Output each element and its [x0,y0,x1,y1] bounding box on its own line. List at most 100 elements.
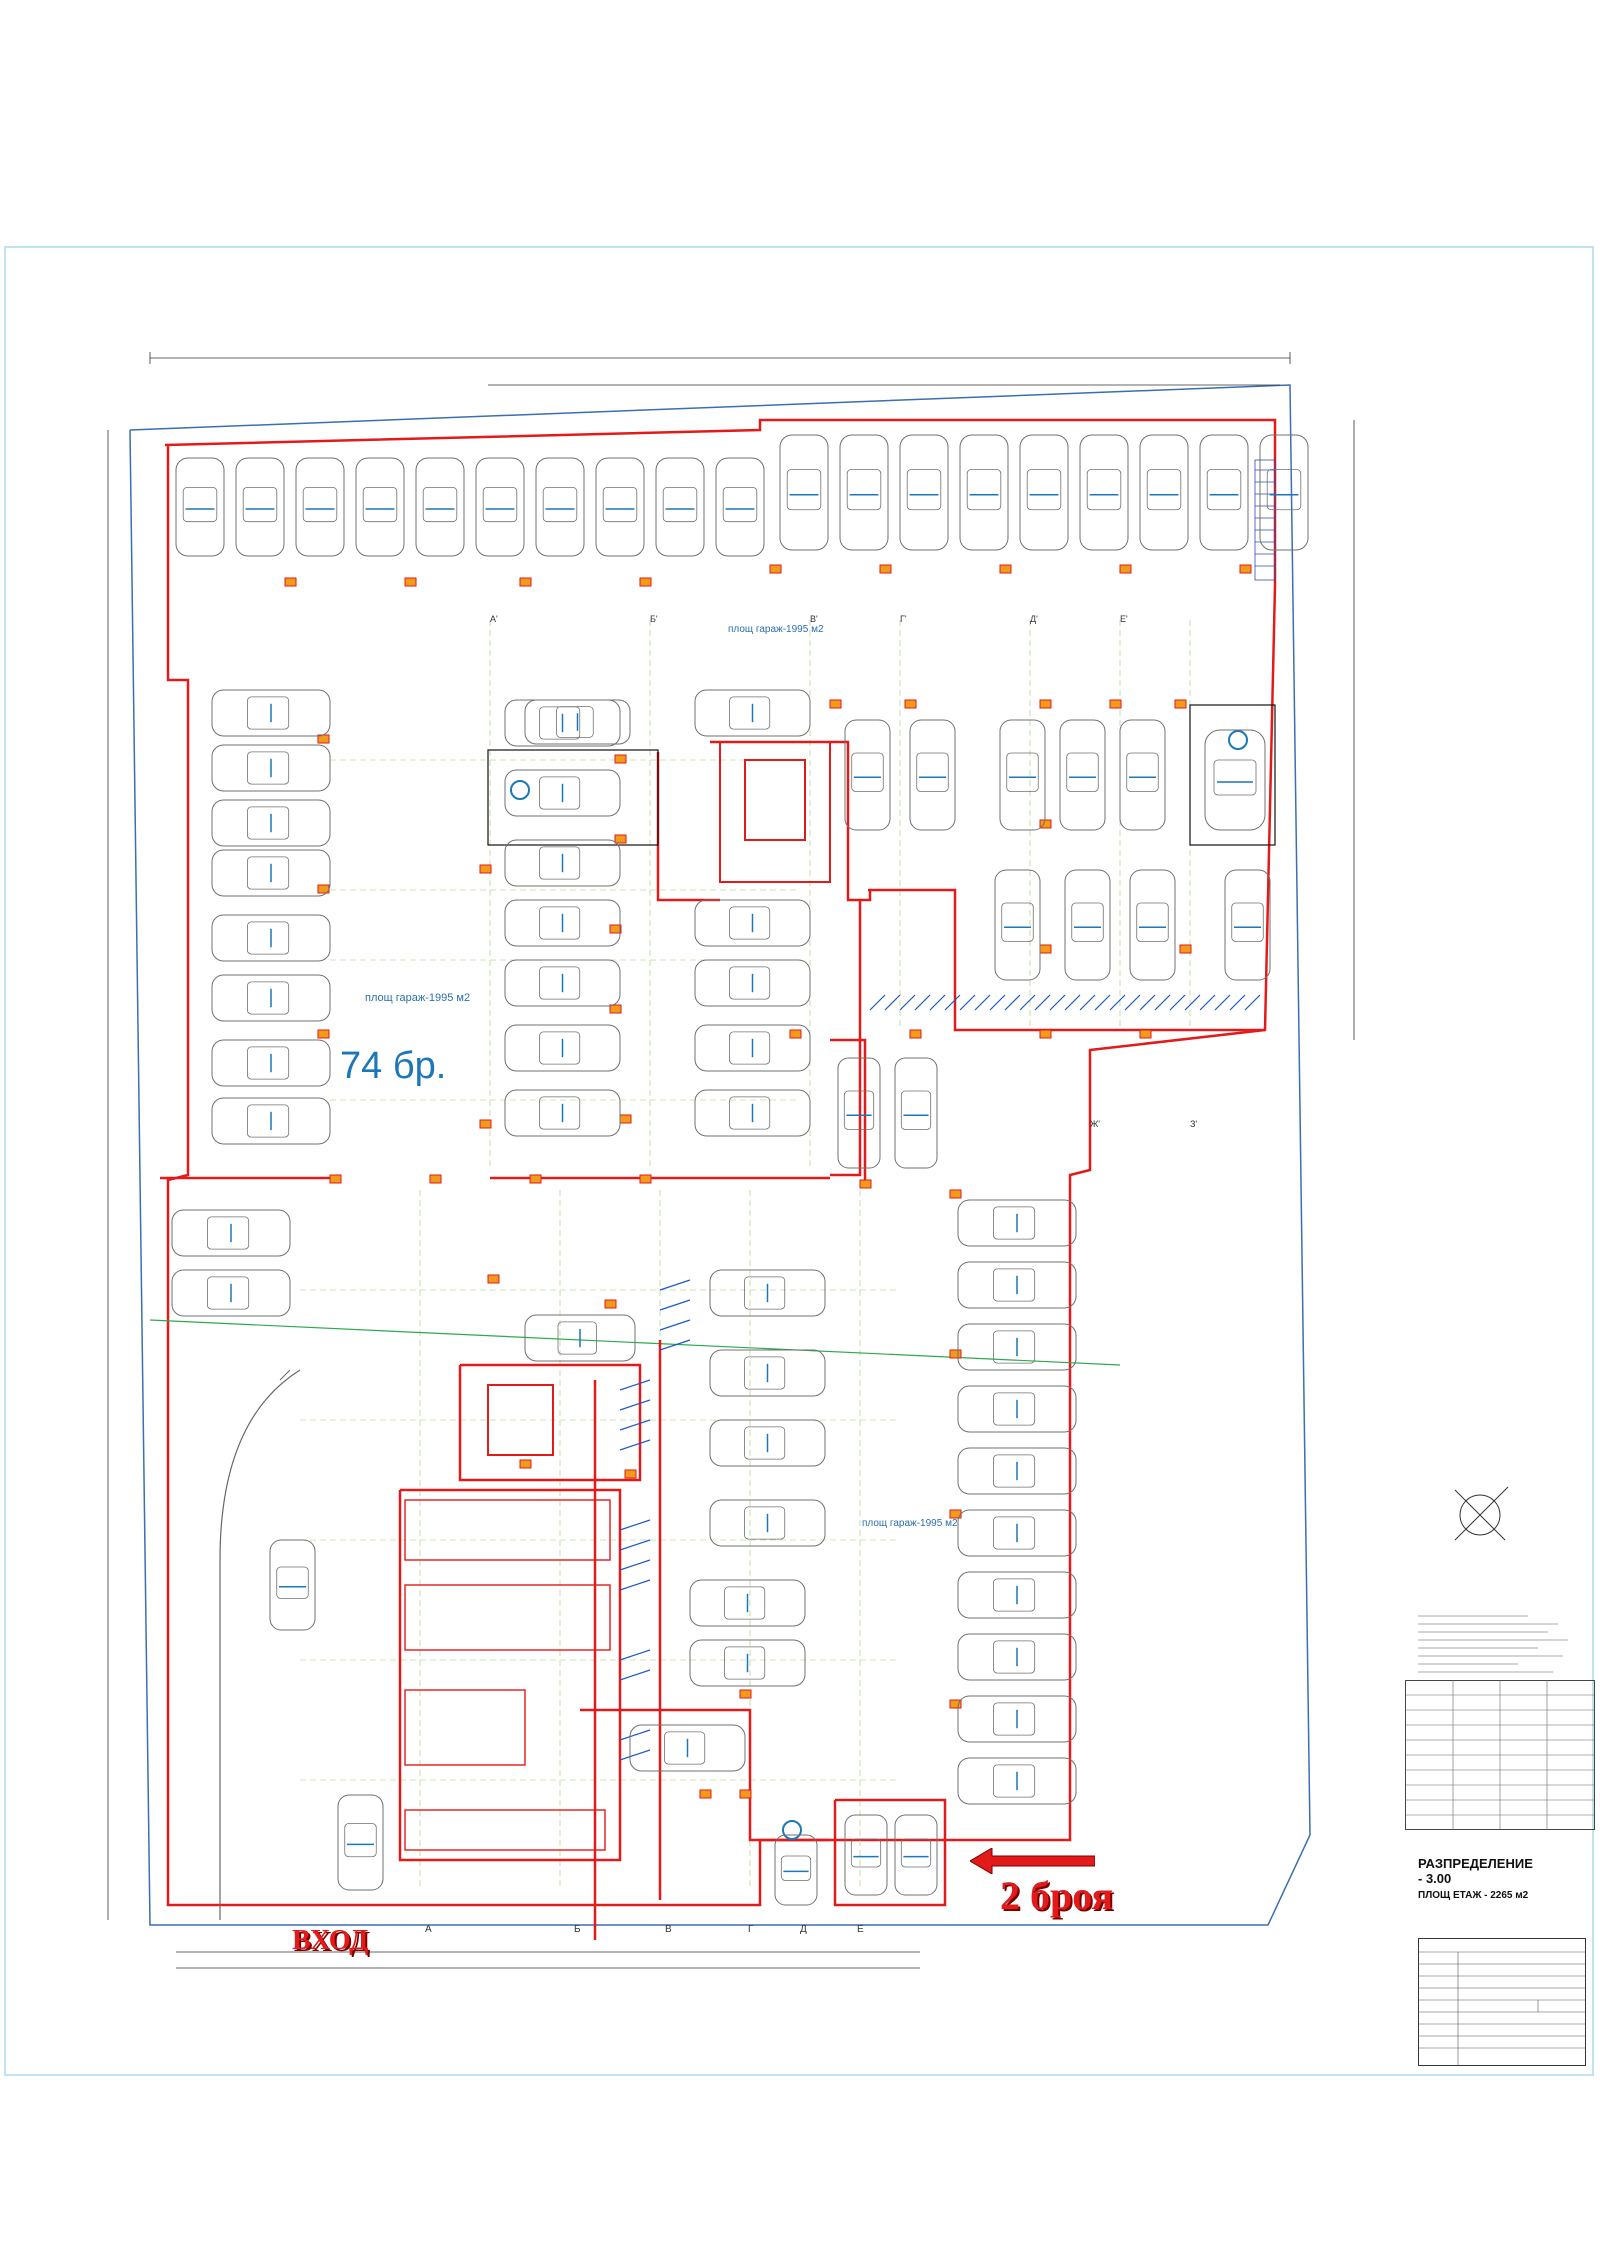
entrance-label: ВХОД [292,1925,369,1956]
plan-title: РАЗПРЕДЕЛЕНИЕ [1418,1856,1533,1871]
column [529,1174,542,1184]
parking-space [709,1269,826,1317]
parking-count-label: 74 бр. [340,1045,447,1087]
column [769,564,782,574]
column [1039,1029,1052,1039]
parking-space [957,1757,1077,1805]
parking-space [629,1724,746,1772]
property-boundary [129,384,1311,1926]
column [1139,1029,1152,1039]
parking-space [837,1057,881,1169]
parking-space [709,1499,826,1547]
parking-space [524,699,631,745]
column [1039,944,1052,954]
dimension-lines [107,352,1355,1969]
parking-space [1139,434,1189,551]
column [624,1469,637,1479]
parking-space [844,1814,888,1896]
parking-space [1129,869,1176,981]
parking-space [1204,729,1266,831]
stair-icon [1254,459,1276,581]
parking-space [295,457,345,557]
parking-space [1059,719,1106,831]
accessible-bays [487,704,1276,846]
parking-space [957,1571,1077,1619]
parking-space [211,689,331,737]
axis-label-top-e: Е' [1120,614,1128,624]
garage-area-label-3: площ гараж-1995 м2 [862,1518,958,1529]
parking-space [211,974,331,1022]
parking-space [689,1639,806,1687]
column [619,1114,632,1124]
elevator-core [487,741,831,1456]
column [1039,819,1052,829]
parking-space [1224,869,1271,981]
parking-space [779,434,829,551]
column [949,1699,962,1709]
axis-label-top-v: В' [810,614,818,624]
column [1179,944,1192,954]
column [479,1119,492,1129]
parking-space [504,899,621,947]
parking-space [694,1089,811,1137]
axis-label-e: Е [857,1924,864,1935]
parking-space [957,1385,1077,1433]
column [519,577,532,587]
column [429,1174,442,1184]
bike-racks-lower [619,1279,691,1761]
column [479,864,492,874]
axis-label-top-zh: Ж' [1090,1119,1100,1129]
parking-space [504,769,621,817]
arrow-left-icon [970,1848,1095,1874]
column [317,1029,330,1039]
axis-label-g: Г [748,1924,754,1935]
title-block-grid [1418,1938,1586,2066]
garage-area-label: площ гараж-1995 м2 [728,624,824,635]
parking-space [415,457,465,557]
column [859,1179,872,1189]
parking-space [655,457,705,557]
column [1109,699,1122,709]
axis-label-top-b: Б' [650,614,658,624]
parking-space [1119,719,1166,831]
column [904,699,917,709]
compass-rose [1445,1480,1515,1550]
parking-space [957,1323,1077,1371]
parking-space [715,457,765,557]
column [789,1029,802,1039]
column [329,1174,342,1184]
parking-space [1019,434,1069,551]
parking-space [709,1349,826,1397]
parking-space [894,1814,938,1896]
axis-label-d: Д [800,1924,807,1935]
parking-space [211,1039,331,1087]
storage-rooms [404,1499,611,1851]
parking-space [894,1057,938,1169]
parking-space [535,457,585,557]
axis-label-top-g: Г' [900,614,907,624]
parking-space [839,434,889,551]
parking-space [694,959,811,1007]
column [949,1349,962,1359]
axis-label-top-a: А' [490,614,498,624]
parking-space [211,914,331,962]
interior-walls [160,740,1265,1940]
column [609,924,622,934]
parking-space [1064,869,1111,981]
axis-labels-top: А' Б' В' Г' Д' Е' Ж' З' [490,614,1197,1129]
parking-space [504,1024,621,1072]
parking-space [689,1579,806,1627]
specification-table [1405,1680,1595,1830]
column [1039,699,1052,709]
floor-area: ПЛОЩ ЕТАЖ - 2265 м2 [1418,1890,1529,1901]
column [949,1189,962,1199]
column [604,1299,617,1309]
parking-space [957,1695,1077,1743]
axis-label-b: Б [574,1924,581,1935]
column [999,564,1012,574]
parking-space [1199,434,1249,551]
garage-area-label-2: площ гараж-1995 м2 [365,992,471,1004]
column [404,577,417,587]
axis-label-a: А [425,1924,432,1935]
parking-space [957,1199,1077,1247]
